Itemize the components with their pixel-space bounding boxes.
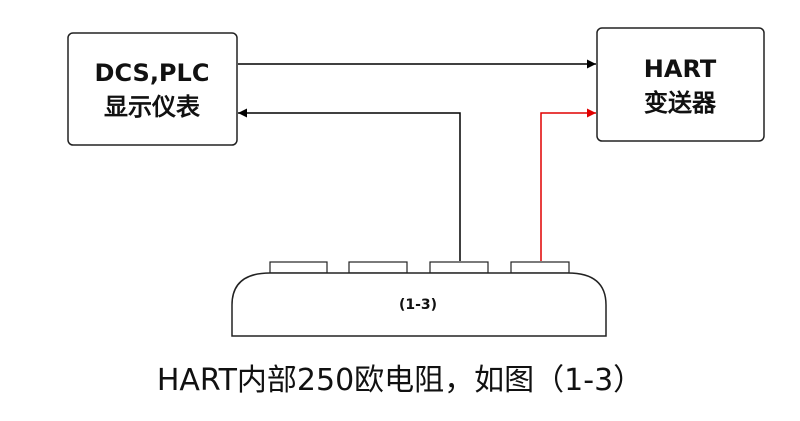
hart-transmitter-box-line1: HART	[644, 55, 717, 83]
arrow-device-to-dcs	[238, 108, 461, 261]
terminal-device: (1-3)	[231, 261, 607, 337]
diagram-caption: HART内部250欧电阻，如图（1-3）	[156, 363, 644, 398]
dcs-plc-box-line2: 显示仪表	[104, 93, 201, 121]
terminal-4	[510, 261, 570, 274]
dcs-plc-box: DCS,PLC 显示仪表	[67, 32, 238, 146]
dcs-plc-box-line1: DCS,PLC	[95, 59, 210, 87]
device-body	[231, 272, 607, 337]
arrow-device-to-hart-red	[540, 108, 596, 261]
terminal-2	[348, 261, 408, 274]
hart-transmitter-box-line2: 变送器	[644, 89, 717, 117]
terminal-1	[269, 261, 328, 274]
terminal-3	[429, 261, 489, 274]
device-label: (1-3)	[399, 297, 437, 313]
hart-transmitter-box: HART 变送器	[596, 27, 765, 142]
